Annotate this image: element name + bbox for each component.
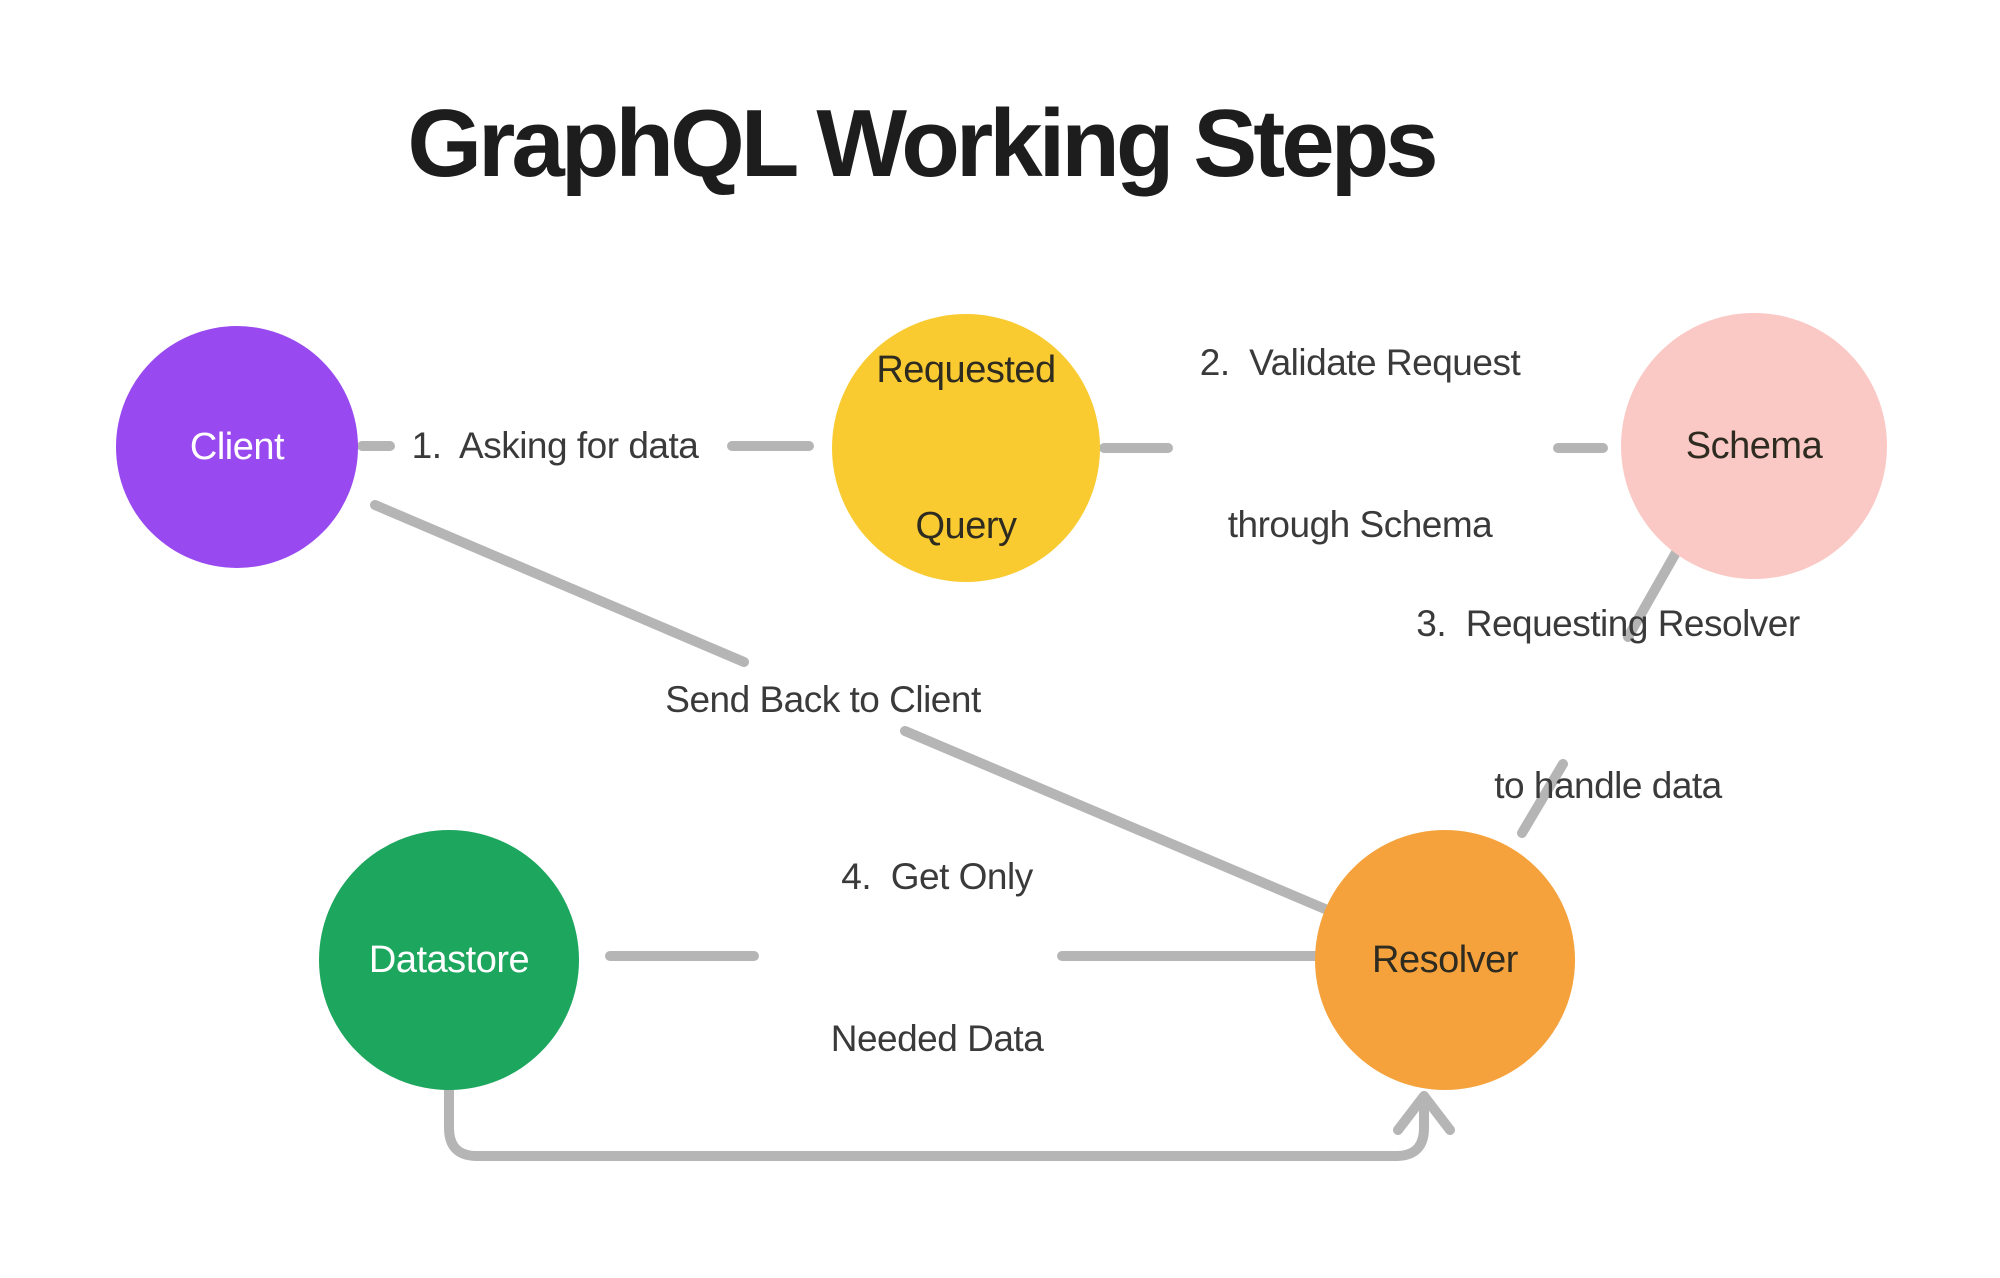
node-datastore-label: Datastore [368, 939, 530, 981]
edge-label-step2: 2. Validate Request through Schema [1199, 342, 1521, 545]
edge-label-step4: 4. Get Only Needed Data [830, 856, 1044, 1059]
node-resolver: Resolver [1315, 830, 1575, 1090]
node-requested-query-label-line2: Query [915, 505, 1017, 547]
loop-chevron-arrowhead-icon [1393, 1091, 1455, 1135]
node-requested-query-label-line1: Requested [876, 349, 1056, 391]
node-client: Client [116, 326, 358, 568]
node-client-label: Client [189, 426, 285, 468]
node-requested-query: Requested Query [832, 314, 1100, 582]
node-schema-label: Schema [1685, 425, 1823, 467]
sendback-head-line [370, 500, 749, 667]
arrow3-schema-segment [1623, 544, 1683, 642]
loop-datastore-resolver [444, 1081, 1429, 1161]
sendback-resolver-segment [900, 726, 1330, 914]
node-datastore: Datastore [319, 830, 579, 1090]
node-resolver-label: Resolver [1372, 939, 1518, 981]
edge-label-step1: 1. Asking for data [411, 425, 699, 466]
node-schema: Schema [1621, 313, 1887, 579]
page-title: GraphQL Working Steps [407, 90, 1438, 197]
edge-label-step3: 3. Requesting Resolver to handle data [1416, 603, 1800, 806]
edge-label-send-back: Send Back to Client [665, 679, 981, 720]
arrow3-head-line [1517, 759, 1568, 838]
